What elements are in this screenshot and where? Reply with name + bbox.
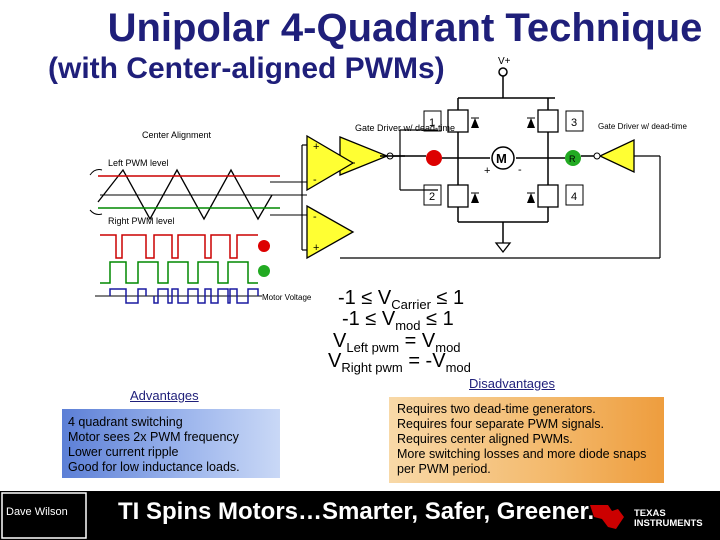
equation-carrier: -1 ≤ VCarrier ≤ 1 [338,287,465,312]
author-name: Dave Wilson [6,506,68,518]
right-pwm-level-label: Right PWM level [108,216,175,226]
left-pwm-dot [258,240,270,252]
disadvantages-box: Requires two dead-time generators. Requi… [389,397,664,483]
disadvantages-title: Disadvantages [469,376,555,391]
svg-text:Gate Driver w/ dead-time: Gate Driver w/ dead-time [355,123,455,133]
motor-voltage-label: Motor Voltage [262,293,312,302]
motor-icon [491,146,515,170]
ti-logo-icon [590,505,624,529]
page-title: Unipolar 4-Quadrant Technique [107,6,703,50]
q2-label: 2 [429,191,435,203]
comparator-right: - + [306,204,355,260]
disadvantage-item: Requires two dead-time generators. [397,402,596,416]
gate-driver-left-label: Gate Driver w/ dead-time [355,123,455,133]
footer-slogan: TI Spins Motors…Smarter, Safer, Greener. [118,498,595,525]
equation-mod: -1 ≤ Vmod ≤ 1 [342,308,454,333]
disadvantage-item: Requires center aligned PWMs. [397,432,573,446]
equation-left-pwm: VLeft pwm = Vmod [333,330,461,355]
vplus-label: V+ [498,56,511,67]
comparator-left: + - [306,134,355,192]
gate-driver-left [339,129,438,191]
center-alignment-label: Center Alignment [142,130,212,140]
carrier-wave [97,168,273,221]
advantage-item: Motor sees 2x PWM frequency [68,430,239,444]
ti-brand-line2: INSTRUMENTS [634,518,703,529]
equation-right-pwm: VRight pwm = -Vmod [328,350,471,375]
q1-label: 1 [429,117,435,129]
left-pwm-level-label: Left PWM level [108,158,169,168]
circuit-diagram: V+ 1 3 2 4 [89,56,687,304]
disadvantage-item: More switching losses and more diode sna… [397,447,647,476]
motor-voltage-wave [153,288,259,304]
motor-minus: - [518,164,522,176]
right-node-label: R [569,154,576,164]
advantage-item: Lower current ripple [68,445,179,459]
svg-text:+: + [313,242,319,254]
ti-brand: TEXAS INSTRUMENTS [634,509,703,529]
left-node [426,150,442,166]
right-node [565,150,581,166]
svg-text:Gate Driver w/ dead-time: Gate Driver w/ dead-time [598,122,687,131]
right-pwm-dot [258,265,270,277]
advantage-item: 4 quadrant switching [68,415,183,429]
footer-bar [0,491,720,540]
advantages-title: Advantages [130,388,199,403]
q3-label: 3 [571,117,577,129]
page-subtitle: (with Center-aligned PWMs) [48,52,445,85]
ground-icon [494,242,512,254]
switch-q4: 4 [527,158,584,222]
advantages-box: 4 quadrant switching Motor sees 2x PWM f… [62,409,280,478]
svg-text:+: + [313,141,319,153]
gate-driver-right-label: Gate Driver w/ dead-time [598,122,687,131]
advantage-item: Good for low inductance loads. [68,460,240,474]
svg-text:-: - [313,211,317,223]
vplus-terminal [498,67,508,77]
gate-driver-right [340,138,661,259]
motor-plus: + [484,165,490,177]
switch-q3: 3 [527,98,584,158]
svg-text:-: - [313,174,317,186]
q4-label: 4 [571,191,577,203]
right-pwm-wave [100,261,258,284]
motor-label: M [496,151,507,166]
switch-q1: 1 [423,98,479,158]
disadvantage-item: Requires four separate PWM signals. [397,417,605,431]
left-pwm-wave [100,234,258,259]
ti-brand-line1: TEXAS [634,508,666,519]
